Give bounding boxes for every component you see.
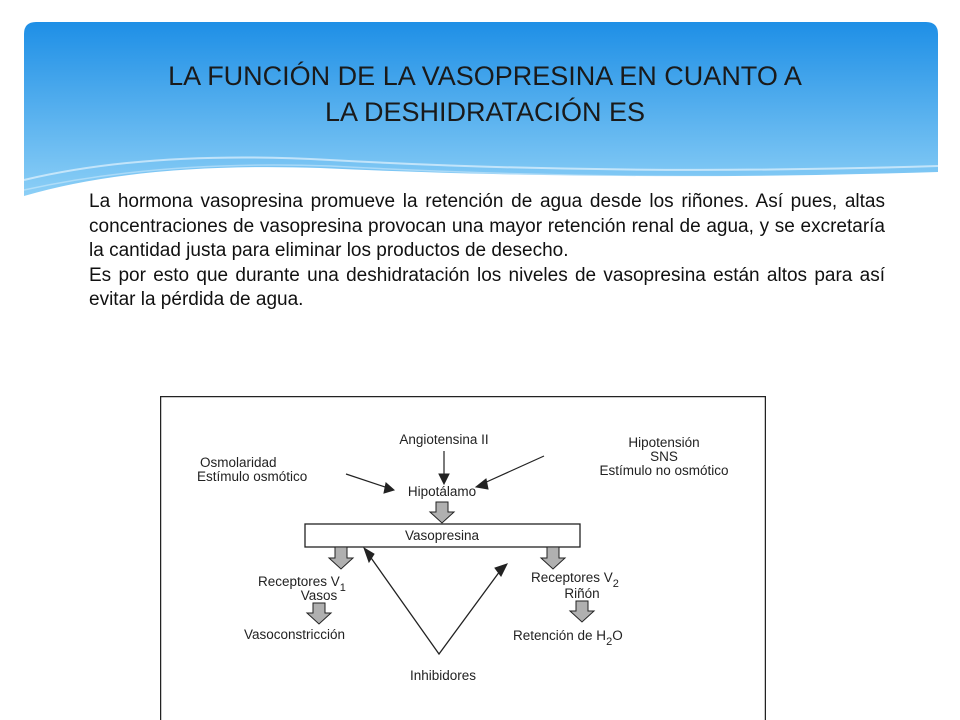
- title-line-1: LA FUNCIÓN DE LA VASOPRESINA EN CUANTO A: [168, 61, 802, 91]
- arrow-hipotension: [474, 455, 545, 490]
- label-vasopresina: Vasopresina: [405, 528, 480, 543]
- label-vasos: Vasos: [301, 588, 338, 603]
- paragraph-1: La hormona vasopresina promueve la reten…: [89, 191, 885, 261]
- arrow-rinon-retencion: [568, 600, 596, 623]
- slide-title: LA FUNCIÓN DE LA VASOPRESINA EN CUANTO A…: [60, 58, 910, 130]
- label-hipotalamo: Hipotálamo: [408, 484, 476, 499]
- label-angiotensina: Angiotensina II: [399, 432, 488, 447]
- label-osmolaridad: Osmolaridad: [200, 455, 277, 470]
- label-hipotension: Hipotensión: [628, 435, 699, 450]
- arrow-angiotensina: [438, 451, 450, 486]
- arrow-osmolaridad: [345, 473, 396, 494]
- label-estimulo-osmotico: Estímulo osmótico: [197, 469, 307, 484]
- arrow-vasopresina-v1: [327, 546, 355, 570]
- header-banner: [23, 22, 939, 196]
- arrow-vasopresina-v2: [539, 546, 567, 570]
- arrow-vasos-vasoconstriccion: [305, 602, 333, 625]
- label-rinon: Riñón: [564, 586, 599, 601]
- label-receptores-v2: Receptores V2: [531, 570, 619, 590]
- label-retencion-h2o: Retención de H2O: [513, 628, 623, 648]
- arrow-hipotalamo-vasopresina: [428, 501, 456, 524]
- paragraph-2: Es por esto que durante una deshidrataci…: [89, 264, 885, 311]
- label-vasoconstriccion: Vasoconstricción: [244, 627, 345, 642]
- label-inhibidores: Inhibidores: [410, 668, 476, 683]
- label-receptores-v1: Receptores V1: [258, 574, 346, 594]
- title-line-2: LA DESHIDRATACIÓN ES: [324, 97, 646, 127]
- label-sns: SNS: [650, 449, 678, 464]
- label-estimulo-no-osmotico: Estímulo no osmótico: [599, 463, 728, 478]
- vasopresina-box: [304, 523, 581, 548]
- vasopressin-diagram: Angiotensina II Hipotensión SNS Estímulo…: [160, 396, 766, 720]
- body-text: La hormona vasopresina promueve la reten…: [89, 190, 885, 313]
- inhibitor-arrows: [363, 546, 508, 656]
